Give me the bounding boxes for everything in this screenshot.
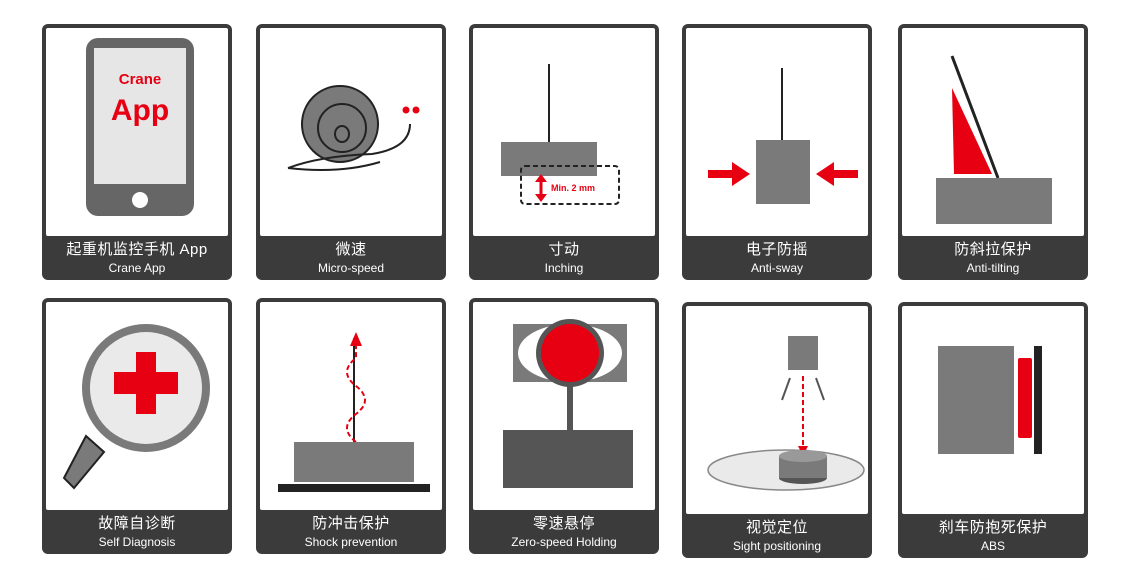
- zero-speed-holding-icon: [503, 319, 633, 488]
- feature-title-cn: 防冲击保护: [312, 514, 390, 532]
- feature-art: [686, 28, 868, 236]
- anti-sway-icon: [708, 68, 858, 204]
- magnifier-cross-icon: [62, 324, 210, 490]
- shock-prevention-icon: [278, 332, 430, 492]
- feature-caption: 防冲击保护 Shock prevention: [256, 510, 446, 554]
- feature-title-en: ABS: [980, 538, 1005, 553]
- feature-card-zero-speed-holding: 零速悬停 Zero-speed Holding: [469, 298, 659, 554]
- feature-title-en: Sight positioning: [732, 538, 822, 553]
- feature-title-cn: 视觉定位: [745, 518, 808, 536]
- feature-art: [260, 302, 442, 510]
- feature-art: [260, 28, 442, 236]
- feature-title-cn: 防斜拉保护: [954, 240, 1032, 258]
- sight-positioning-icon: [707, 336, 865, 491]
- feature-card-crane-app: Crane App 起重机监控手机 App Crane App: [42, 24, 232, 280]
- feature-caption: 故障自诊断 Self Diagnosis: [42, 510, 232, 554]
- feature-title-cn: 电子防摇: [745, 240, 808, 258]
- feature-caption: 视觉定位 Sight positioning: [682, 514, 872, 558]
- feature-title-en: Shock prevention: [304, 534, 398, 549]
- abs-brake-icon: [938, 346, 1042, 454]
- feature-art: Min. 2 mm: [473, 28, 655, 236]
- feature-title-cn: 起重机监控手机 App: [66, 240, 208, 258]
- feature-card-sight-positioning: 视觉定位 Sight positioning: [682, 302, 872, 558]
- feature-card-anti-sway: 电子防摇 Anti-sway: [682, 24, 872, 280]
- feature-title-en: Self Diagnosis: [98, 534, 176, 549]
- feature-title-cn: 微速: [335, 240, 367, 258]
- feature-caption: 起重机监控手机 App Crane App: [42, 236, 232, 280]
- anti-tilting-icon: [936, 55, 1052, 224]
- inching-icon: Min. 2 mm: [501, 64, 620, 205]
- feature-card-abs: 刹车防抱死保护 ABS: [898, 302, 1088, 558]
- feature-card-shock-prevention: 防冲击保护 Shock prevention: [256, 298, 446, 554]
- feature-title-cn: 寸动: [548, 240, 580, 258]
- snail-icon: [287, 85, 420, 171]
- feature-caption: 电子防摇 Anti-sway: [682, 236, 872, 280]
- feature-caption: 零速悬停 Zero-speed Holding: [469, 510, 659, 554]
- svg-text:Crane: Crane: [119, 71, 162, 88]
- feature-caption: 寸动 Inching: [469, 236, 659, 280]
- feature-title-en: Anti-tilting: [966, 260, 1020, 275]
- feature-caption: 微速 Micro-speed: [256, 236, 446, 280]
- feature-caption: 刹车防抱死保护 ABS: [898, 514, 1088, 558]
- feature-title-cn: 刹车防抱死保护: [938, 518, 1048, 536]
- feature-card-micro-speed: 微速 Micro-speed: [256, 24, 446, 280]
- feature-title-en: Anti-sway: [750, 260, 803, 275]
- feature-art: Crane App: [46, 28, 228, 236]
- feature-art: [902, 306, 1084, 514]
- feature-art: [473, 302, 655, 510]
- svg-text:Min. 2 mm: Min. 2 mm: [551, 183, 595, 193]
- feature-card-self-diagnosis: 故障自诊断 Self Diagnosis: [42, 298, 232, 554]
- feature-title-en: Micro-speed: [317, 260, 385, 275]
- feature-caption: 防斜拉保护 Anti-tilting: [898, 236, 1088, 280]
- feature-title-en: Crane App: [108, 260, 166, 275]
- svg-text:App: App: [111, 94, 169, 127]
- feature-title-cn: 故障自诊断: [98, 514, 176, 532]
- feature-card-anti-tilting: 防斜拉保护 Anti-tilting: [898, 24, 1088, 280]
- feature-art: [46, 302, 228, 510]
- feature-art: [686, 306, 868, 514]
- feature-title-cn: 零速悬停: [532, 514, 595, 532]
- feature-title-en: Zero-speed Holding: [511, 534, 617, 549]
- feature-card-inching: Min. 2 mm 寸动 Inching: [469, 24, 659, 280]
- feature-title-en: Inching: [544, 260, 584, 275]
- phone-app-icon: Crane App: [86, 38, 194, 216]
- feature-art: [902, 28, 1084, 236]
